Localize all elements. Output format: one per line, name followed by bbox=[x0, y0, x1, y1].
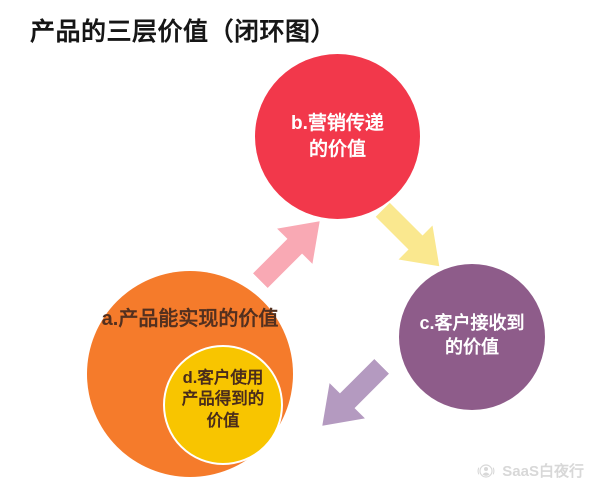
wechat-official-account-icon bbox=[477, 463, 495, 478]
arrow-marketing-to-received-icon bbox=[366, 193, 457, 284]
watermark: SaaS白夜行 bbox=[476, 460, 584, 481]
arrow-received-to-product-icon bbox=[305, 349, 400, 444]
circle-product-value-label: a.产品能实现的价值 bbox=[101, 308, 279, 330]
circle-customer-usage-value: d.客户使用 产品得到的 价值 bbox=[163, 345, 283, 465]
circle-marketing-value: b.营销传递 的价值 bbox=[255, 54, 420, 219]
arrow-product-to-marketing-icon bbox=[243, 204, 338, 299]
watermark-text: SaaS白夜行 bbox=[502, 463, 584, 480]
circle-customer-usage-value-label: d.客户使用 产品得到的 价值 bbox=[181, 369, 265, 430]
page-title: 产品的三层价值（闭环图） bbox=[30, 18, 337, 46]
circle-customer-received-value: c.客户接收到 的价值 bbox=[399, 264, 545, 410]
circle-marketing-value-label: b.营销传递 的价值 bbox=[291, 113, 384, 160]
circle-customer-received-value-label: c.客户接收到 的价值 bbox=[419, 313, 525, 358]
